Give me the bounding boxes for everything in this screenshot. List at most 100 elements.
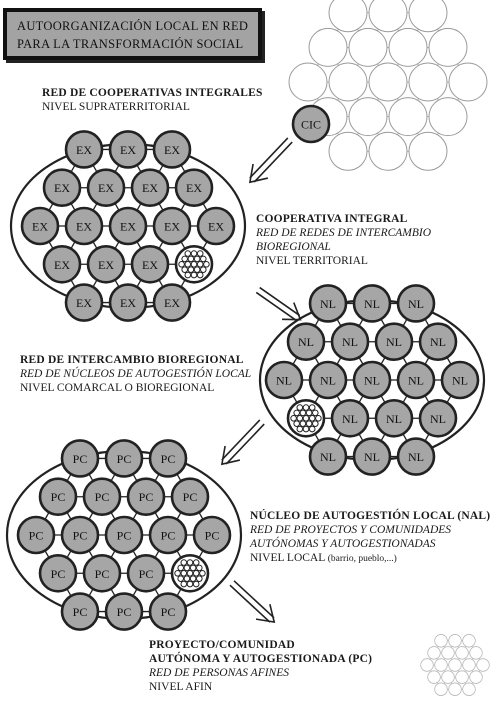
label-title: PROYECTO/COMUNIDAD (149, 639, 295, 651)
arrow-3-shaft (221, 419, 261, 461)
personas-network (420, 634, 490, 696)
ex-cluster-node-label: EX (120, 143, 136, 157)
nl-cluster-node-label: NL (364, 450, 380, 464)
label-cooperativa-integral: COOPERATIVA INTEGRAL RED DE REDES DE INT… (256, 212, 431, 268)
pc-cluster-node-label: PC (95, 490, 110, 504)
pc-cluster-node (82, 553, 122, 593)
pc-cluster-mini-node (177, 575, 184, 582)
pc-cluster-node-label: PC (51, 490, 66, 504)
pc-cluster-mini-node (183, 564, 191, 572)
pc-cluster-node-label: PC (51, 567, 66, 581)
cic-network-node (368, 0, 408, 33)
personas-network-node (448, 634, 462, 648)
pc-cluster-mini-node (180, 559, 188, 566)
pc-cluster-node-label: PC (117, 605, 132, 619)
personas-network-node (434, 682, 448, 696)
ex-cluster-node-label: EX (208, 220, 224, 234)
pc-cluster-mini-node (180, 569, 188, 577)
arrow-3-shaft (225, 423, 265, 465)
ex-cluster-subnetwork (174, 244, 214, 284)
nl-cluster-mini-node (299, 420, 307, 427)
ex-cluster-mini-node (193, 266, 201, 273)
personas-network-node (427, 670, 441, 684)
personas-network-node (420, 658, 434, 672)
ex-cluster-node (130, 168, 170, 208)
cic-network-node (448, 62, 488, 102)
nl-cluster-mini-node (293, 420, 301, 427)
cic-network-node (428, 27, 468, 67)
ex-cluster-mini-node (200, 266, 207, 273)
cic-network-node (308, 27, 348, 67)
pc-cluster-node (148, 515, 188, 555)
nl-cluster-node (330, 322, 370, 362)
ex-cluster-node (64, 206, 104, 246)
nl-cluster-node-label: NL (320, 374, 336, 388)
nl-cluster-mini-node (308, 425, 316, 433)
nl-cluster-node (352, 437, 392, 476)
nl-cluster-mini-node (305, 409, 313, 417)
ex-cluster-mini-node (187, 255, 195, 263)
pc-cluster-node (16, 515, 56, 555)
personas-network-node (448, 682, 462, 696)
nl-cluster-mini-node (296, 404, 304, 411)
ex-cluster-node (174, 168, 214, 208)
label-level: NIVEL SUPRATERRITORIAL (42, 101, 190, 113)
label-title-2: AUTÓNOMA Y AUTOGESTIONADA (PC) (149, 653, 373, 665)
label-level: NIVEL LOCAL (barrio, pueblo,...) (250, 551, 490, 566)
nl-cluster-node (308, 437, 348, 476)
nl-cluster-node (352, 360, 392, 400)
nl-cluster-node (396, 360, 436, 400)
nl-cluster-mini-node (296, 425, 304, 433)
nl-cluster-mini-node (299, 409, 307, 417)
label-level: NIVEL TERRITORIAL (256, 255, 368, 267)
ex-cluster-node (64, 283, 104, 322)
pc-cluster-mini-node (183, 575, 191, 582)
title-line-2: PARA LA TRANSFORMACIÓN SOCIAL (17, 37, 244, 51)
personas-network-node (469, 670, 483, 684)
personas-network-node (455, 646, 469, 660)
pc-cluster-node-label: PC (73, 452, 88, 466)
nl-cluster-mini-node (315, 414, 322, 422)
nl-cluster-node-label: NL (408, 450, 424, 464)
pc-cluster-node-label: PC (29, 529, 44, 543)
pc-cluster-node-label: PC (161, 605, 176, 619)
ex-cluster-node (42, 168, 82, 208)
pc-cluster-node (104, 439, 144, 478)
ex-cluster-node (196, 206, 236, 246)
nl-cluster-node (418, 322, 458, 362)
nl-cluster-node-label: NL (342, 412, 358, 426)
pc-cluster-node-label: PC (117, 529, 132, 543)
nl-cluster-node (374, 322, 414, 362)
pc-cluster-mini-node (192, 559, 200, 566)
nl-cluster-mini-node (296, 414, 304, 422)
pc-cluster-mini-node (186, 569, 194, 577)
ex-cluster-node (86, 244, 126, 284)
pc-cluster-node-label: PC (161, 529, 176, 543)
ex-cluster-mini-node (181, 255, 188, 263)
label-red-cooperativas: RED DE COOPERATIVAS INTEGRALES NIVEL SUP… (42, 86, 263, 114)
ex-cluster-mini-node (190, 250, 198, 257)
pc-cluster-mini-node (189, 564, 197, 572)
ex-cluster-node-label: EX (142, 181, 158, 195)
cic-network-node (328, 0, 368, 33)
ex-cluster-node (86, 168, 126, 208)
nl-cluster-node-label: NL (430, 335, 446, 349)
ex-cluster-mini-node (184, 271, 192, 279)
label-subtitle: RED DE NÚCLEOS DE AUTOGESTIÓN LOCAL (20, 368, 252, 380)
personas-network-node (476, 658, 490, 672)
ex-cluster-mini-node (178, 260, 185, 268)
cic-network-node (388, 27, 428, 67)
pc-cluster-node (104, 515, 144, 555)
pc-cluster-node-label: PC (205, 529, 220, 543)
cic-network-node (408, 131, 448, 171)
pc-cluster-node (38, 553, 78, 593)
cic-network-node (368, 62, 408, 102)
nl-cluster-mini-node (290, 414, 297, 422)
nl-cluster-node-label: NL (386, 335, 402, 349)
arrow-2 (255, 286, 302, 322)
nl-cluster-mini-node (302, 404, 310, 411)
ex-cluster-node-label: EX (164, 296, 180, 310)
personas-network-node (434, 658, 448, 672)
